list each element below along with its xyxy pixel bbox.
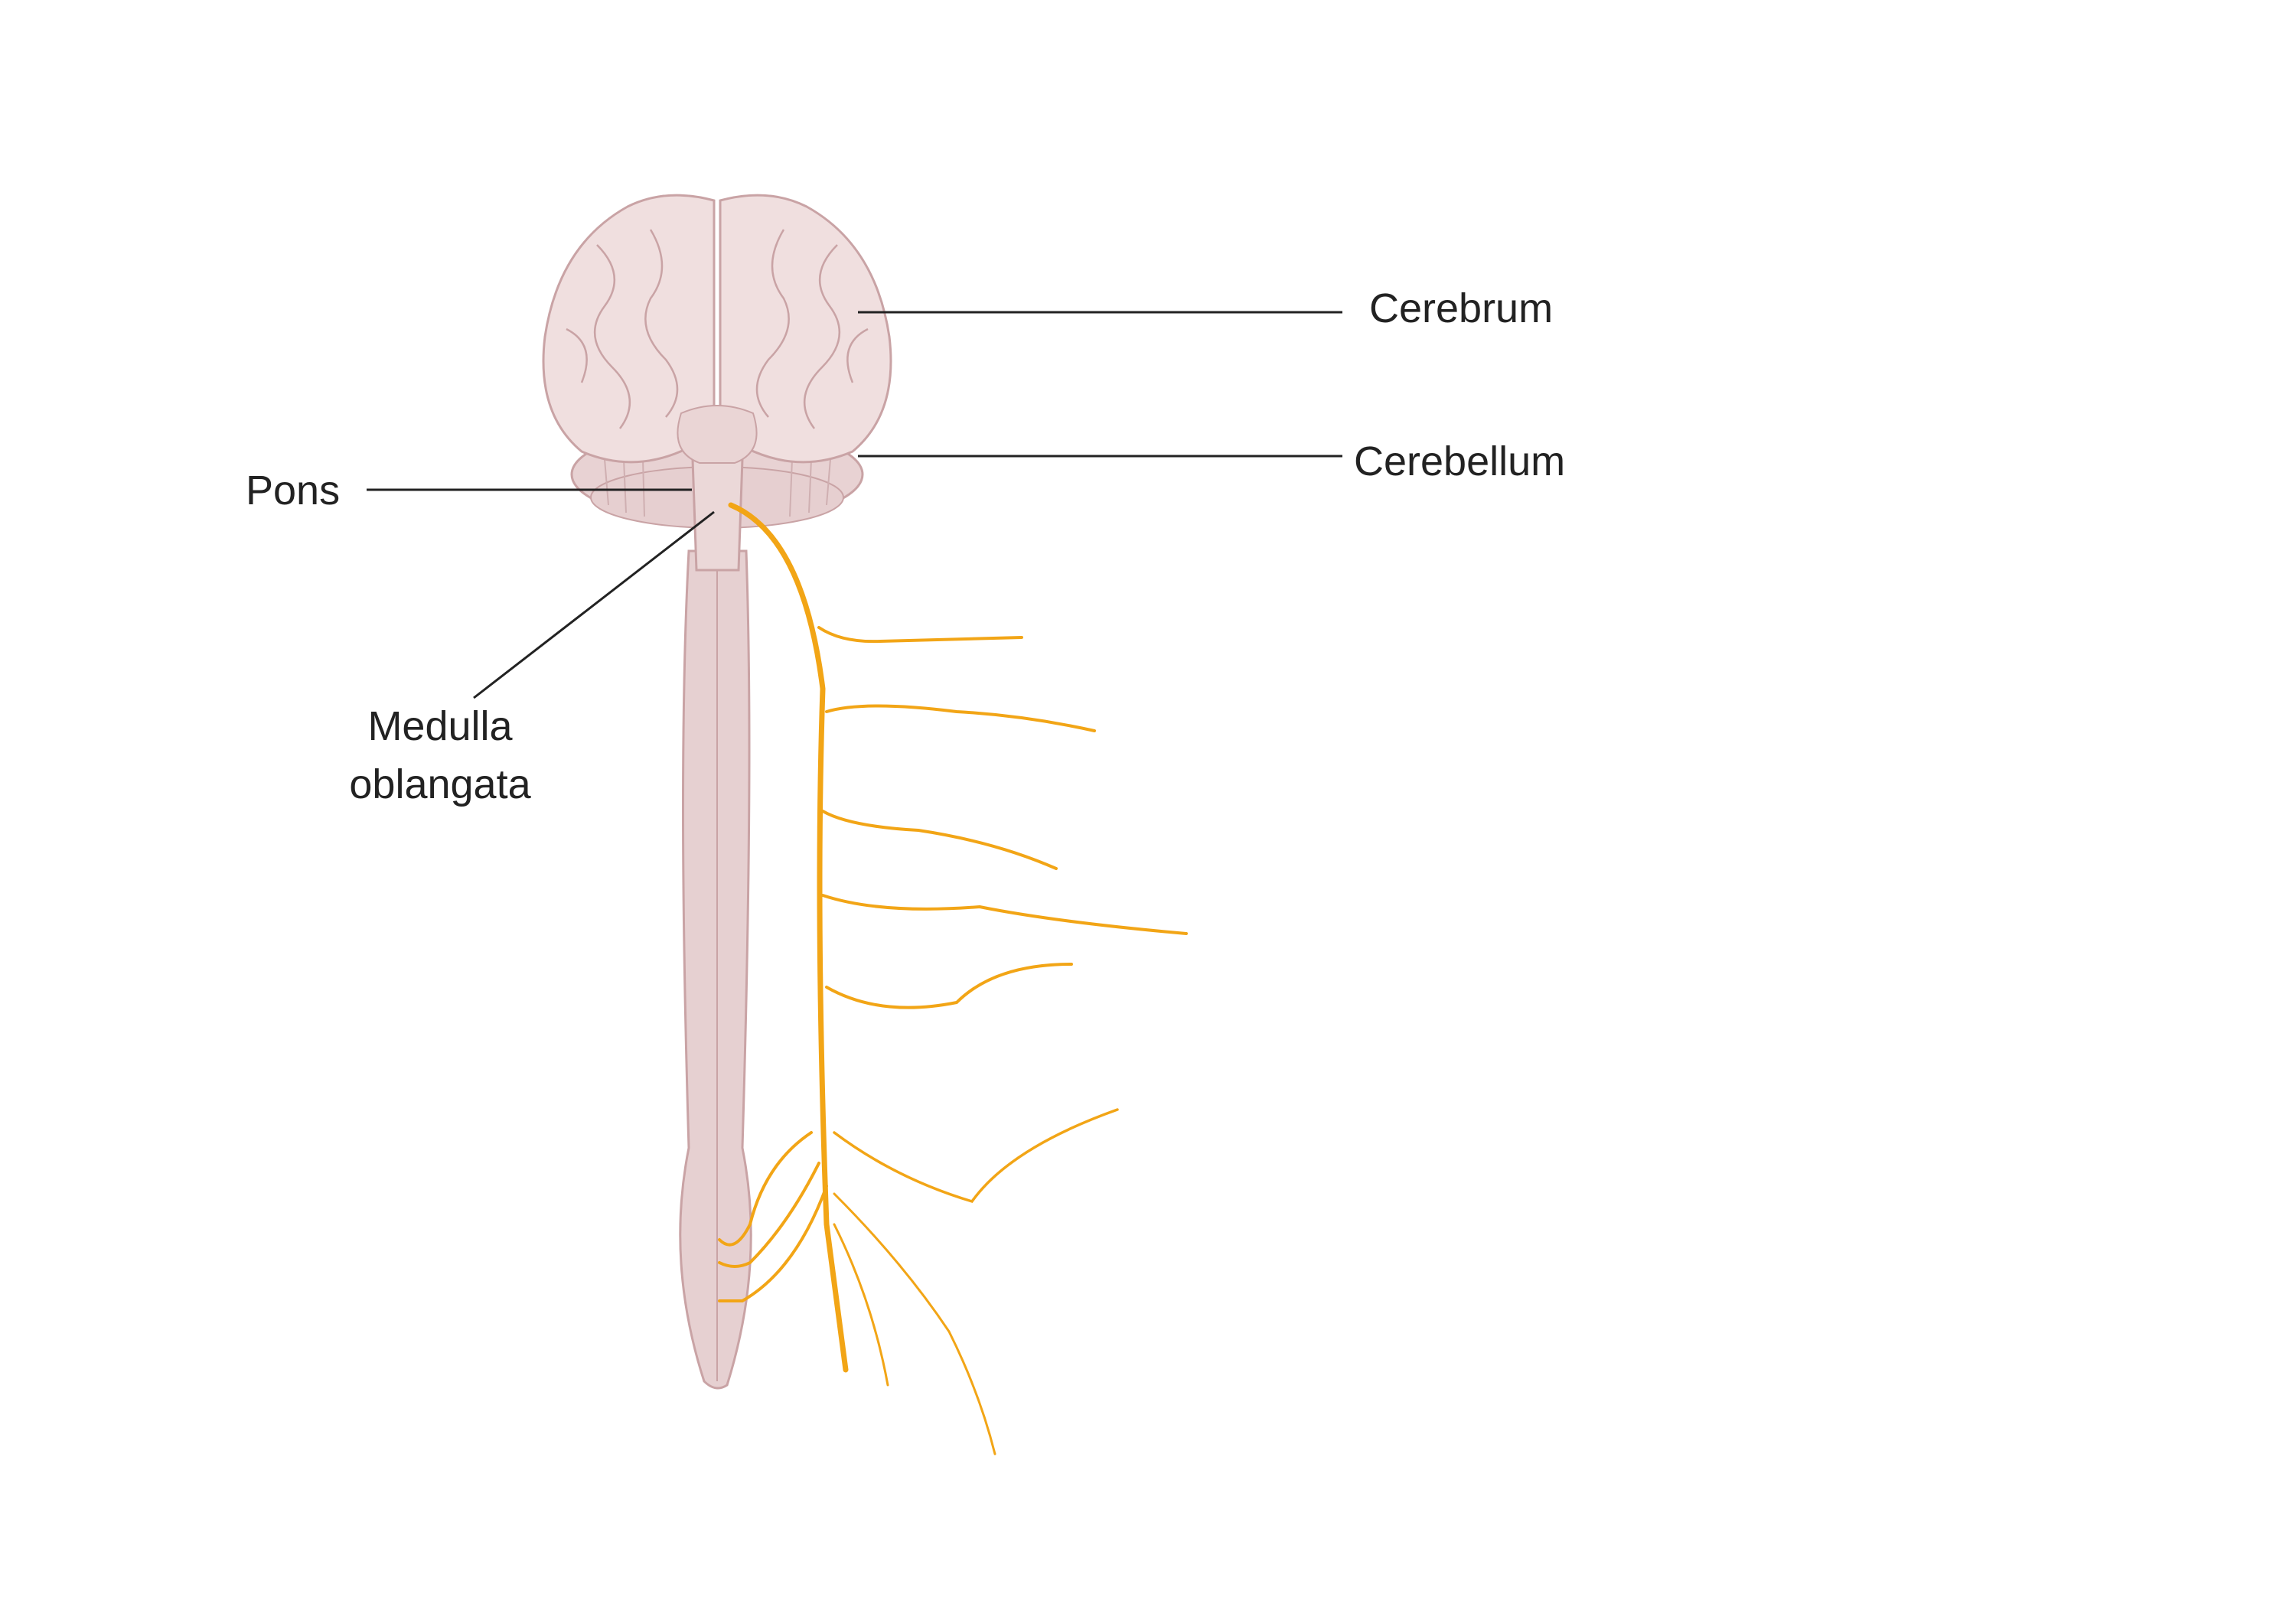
medulla-label-line1: Medulla [367,703,513,749]
medulla-label: Medulla oblangata [349,698,530,813]
peripheral-nerves [718,502,1188,1455]
medulla-leader [473,510,715,699]
pons-label: Pons [246,468,341,513]
leader-lines [367,311,1342,699]
brain-stem [691,458,744,572]
cerebrum-label: Cerebrum [1369,285,1554,331]
medulla-label-line2: oblangata [349,761,531,807]
cerebrum [542,194,892,464]
spinal-cord [679,549,752,1390]
cerebellum-label: Cerebellum [1354,438,1566,484]
